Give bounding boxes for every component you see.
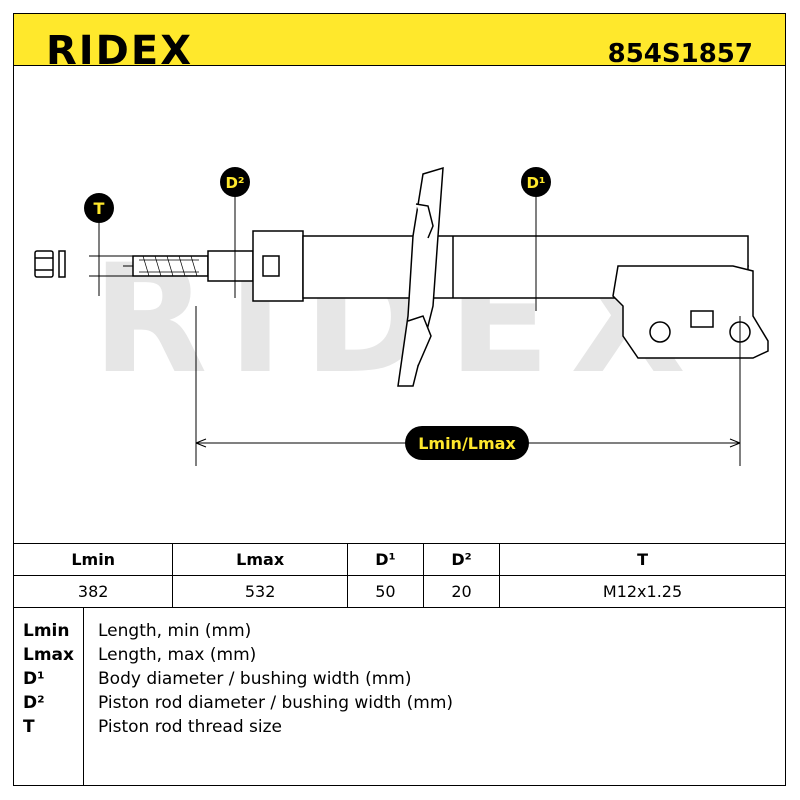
specs-value-row: 382 532 50 20 M12x1.25	[12, 575, 786, 608]
specs-header-cell: D²	[422, 543, 501, 576]
legend-desc: Piston rod diameter / bushing width (mm)	[98, 693, 454, 713]
shock-absorber-drawing: RIDEX	[34, 166, 769, 466]
label-d2-text: D²	[225, 174, 244, 192]
label-length: Lmin/Lmax	[405, 426, 529, 460]
label-d2: D²	[220, 167, 250, 197]
specs-table: Lmin Lmax D¹ D² T 382 532 50 20 M12x1.25	[12, 543, 786, 608]
label-t: T	[84, 193, 114, 223]
specs-value-cell: 382	[12, 575, 174, 608]
specs-header-cell: Lmin	[12, 543, 174, 576]
legend-desc: Piston rod thread size	[98, 717, 283, 737]
drawing-frame	[13, 13, 786, 786]
legend: Lmin Length, min (mm) Lmax Length, max (…	[13, 607, 786, 786]
legend-desc: Body diameter / bushing width (mm)	[98, 669, 412, 689]
specs-value-cell: 20	[422, 575, 501, 608]
spring-seat	[397, 166, 444, 387]
label-t-text: T	[94, 199, 105, 218]
legend-key: Lmax	[23, 645, 74, 665]
specs-header-cell: T	[499, 543, 786, 576]
nut-symbol	[34, 250, 66, 278]
specs-value-cell: M12x1.25	[499, 575, 786, 608]
label-d1: D¹	[521, 167, 551, 197]
legend-key: D²	[23, 693, 45, 713]
legend-desc: Length, max (mm)	[98, 645, 257, 665]
specs-header-cell: Lmax	[172, 543, 348, 576]
legend-key: T	[23, 717, 35, 737]
specs-value-cell: 532	[172, 575, 348, 608]
mounting-bracket	[612, 265, 769, 359]
label-d1-text: D¹	[526, 174, 545, 192]
part-number: 854S1857	[607, 39, 753, 69]
brand-logo: RIDEX	[46, 28, 194, 74]
legend-desc: Length, min (mm)	[98, 621, 252, 641]
legend-divider	[83, 607, 84, 786]
header-bar: RIDEX 854S1857	[13, 13, 786, 73]
specs-header-cell: D¹	[346, 543, 424, 576]
label-length-text: Lmin/Lmax	[418, 434, 516, 453]
piston-rod	[132, 230, 304, 302]
legend-key: D¹	[23, 669, 45, 689]
specs-value-cell: 50	[346, 575, 424, 608]
specs-header-row: Lmin Lmax D¹ D² T	[12, 543, 786, 576]
legend-key: Lmin	[23, 621, 70, 641]
